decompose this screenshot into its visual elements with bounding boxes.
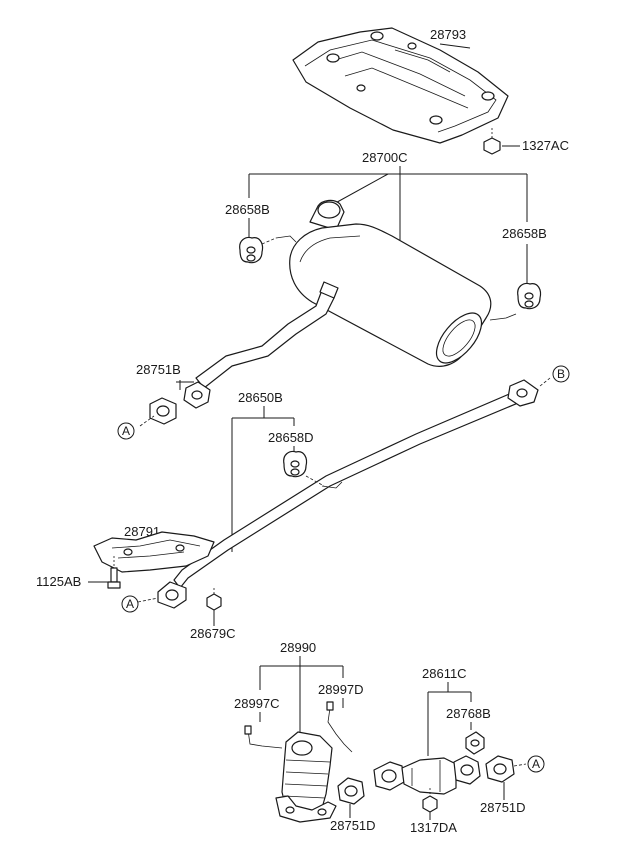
heat-shield-lower xyxy=(93,531,215,573)
catalytic-converter xyxy=(275,731,337,823)
rubber-hanger-left xyxy=(239,236,264,264)
center-pipe xyxy=(157,379,539,609)
label-28997d: 28997D xyxy=(318,682,364,697)
label-28768b: 28768B xyxy=(446,706,491,721)
gasket-28768b xyxy=(465,731,485,755)
nut-28679c-icon xyxy=(206,588,222,611)
label-28751d-left: 28751D xyxy=(330,818,376,833)
svg-text:B: B xyxy=(557,367,565,381)
label-28751d-right: 28751D xyxy=(480,800,526,815)
label-1317da: 1317DA xyxy=(410,820,457,835)
label-1125ab: 1125AB xyxy=(36,574,81,589)
label-28658b-right: 28658B xyxy=(502,226,547,241)
nut-1317da-icon xyxy=(422,788,438,813)
svg-text:A: A xyxy=(126,597,134,611)
label-28658d: 28658D xyxy=(268,430,314,445)
label-28997c: 28997C xyxy=(234,696,280,711)
label-28650b: 28650B xyxy=(238,390,283,405)
label-1327ac: 1327AC xyxy=(522,138,569,153)
nut-1327ac-icon xyxy=(483,128,501,155)
callout-a-lower-right: A xyxy=(527,755,545,773)
callout-a-lower-left: A xyxy=(121,595,139,613)
label-28793: 28793 xyxy=(430,27,466,42)
svg-text:A: A xyxy=(532,757,540,771)
gasket-28751b xyxy=(149,397,177,425)
heat-shield-upper xyxy=(292,27,509,144)
muffler xyxy=(195,199,517,389)
label-28700c: 28700C xyxy=(362,150,408,165)
label-28611c: 28611C xyxy=(422,666,467,681)
pipe-flange-upper xyxy=(183,381,211,409)
rubber-hanger-center xyxy=(283,450,308,478)
rubber-hanger-right xyxy=(517,282,542,310)
gasket-28751d-right xyxy=(485,755,515,783)
callout-b-right: B xyxy=(552,365,570,383)
label-28679c: 28679C xyxy=(190,626,236,641)
label-28658b-left: 28658B xyxy=(225,202,270,217)
bolt-1125ab-icon xyxy=(107,556,121,589)
label-28990: 28990 xyxy=(280,640,316,655)
gasket-28751d-left xyxy=(337,777,365,805)
callout-a-upper: A xyxy=(117,422,135,440)
svg-text:A: A xyxy=(122,424,130,438)
front-pipe xyxy=(373,755,481,795)
oxygen-sensor-right xyxy=(326,701,353,753)
oxygen-sensor-left xyxy=(244,725,283,749)
label-28751b: 28751B xyxy=(136,362,181,377)
